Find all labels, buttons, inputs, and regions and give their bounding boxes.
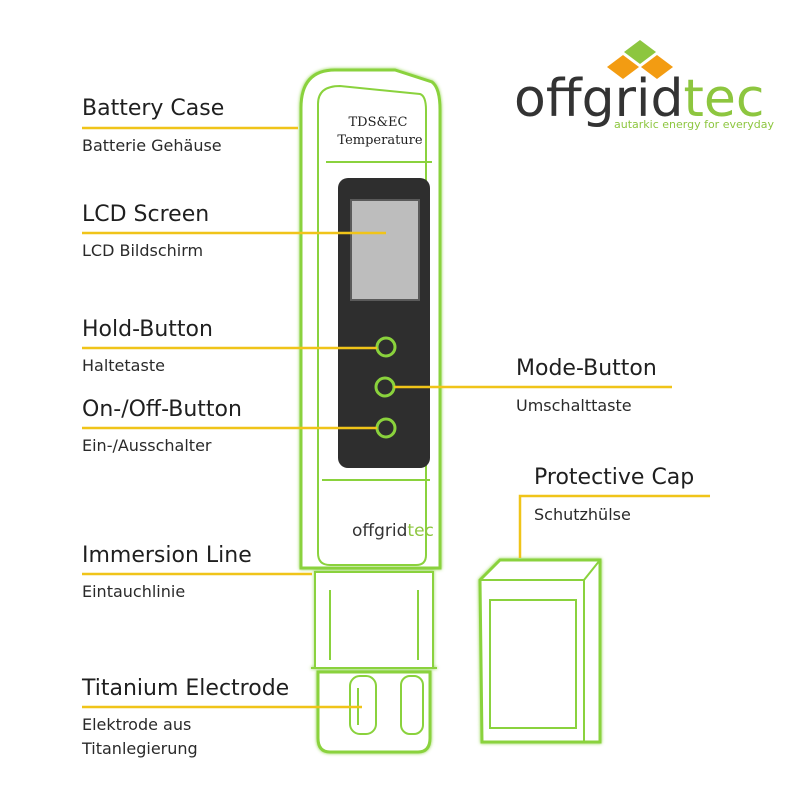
immersion-line-label: Immersion Line xyxy=(82,543,252,568)
battery-case-sublabel: Batterie Gehäuse xyxy=(82,136,222,155)
lcd-screen xyxy=(350,199,420,301)
battery-case-label: Battery Case xyxy=(82,96,225,121)
meter-face-line1: TDS&EC xyxy=(348,115,407,130)
offgridtec-logo: offgridtec autarkic energy for everyday xyxy=(514,40,775,131)
titanium-electrode-sublabel-2: Titanlegierung xyxy=(82,739,198,758)
hold-button[interactable] xyxy=(375,336,397,358)
immersion-line-sublabel: Eintauchlinie xyxy=(82,582,186,601)
on-off-button-label: On-/Off-Button xyxy=(82,397,242,422)
logo-wordmark: offgridtec xyxy=(514,69,764,129)
logo-diamond-icon xyxy=(607,40,673,79)
hold-button-sublabel: Haltetaste xyxy=(82,356,165,375)
titanium-electrode-label: Titanium Electrode xyxy=(82,676,290,701)
lcd-screen-sublabel: LCD Bildschirm xyxy=(82,241,204,260)
logo-tagline: autarkic energy for everyday xyxy=(614,118,775,131)
titanium-electrode-sublabel-1: Elektrode aus xyxy=(82,715,192,734)
mode-button[interactable] xyxy=(374,376,396,398)
hold-button-label: Hold-Button xyxy=(82,317,213,342)
meter-face-line2: Temperature xyxy=(337,133,422,148)
protective-cap-label: Protective Cap xyxy=(534,465,695,490)
meter-brand: offgridtec xyxy=(352,521,434,541)
protective-cap xyxy=(478,558,602,744)
mode-button-label: Mode-Button xyxy=(516,356,657,381)
on-off-button-sublabel: Ein-/Ausschalter xyxy=(82,436,212,455)
on-off-button[interactable] xyxy=(375,417,397,439)
leader-lines xyxy=(82,126,710,709)
mode-button-sublabel: Umschalttaste xyxy=(516,396,632,415)
lcd-screen-label: LCD Screen xyxy=(82,202,210,227)
protective-cap-sublabel: Schutzhülse xyxy=(534,505,631,524)
